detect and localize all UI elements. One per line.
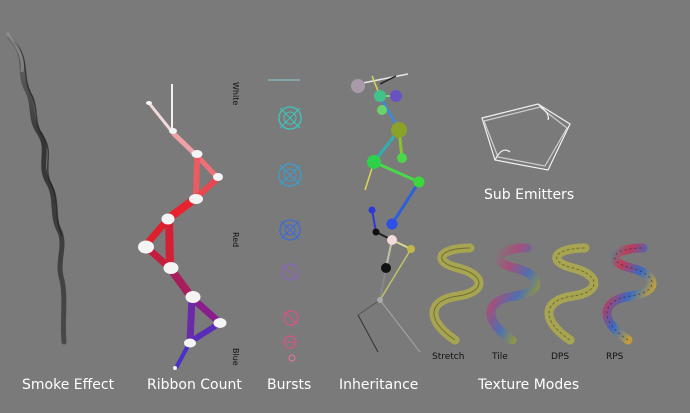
texture-modes-label: Texture Modes xyxy=(478,377,580,393)
sub-emitters-effect xyxy=(481,103,571,171)
texture-mode-dps-label: DPS xyxy=(551,352,570,362)
ribbon-count-label: Ribbon Count xyxy=(147,377,242,393)
bursts-effect xyxy=(268,79,302,372)
sub-emitters-label: Sub Emitters xyxy=(484,187,575,203)
texture-mode-stretch-label: Stretch xyxy=(432,352,465,362)
texture-spiral-tile xyxy=(486,243,541,345)
smoke-effect xyxy=(5,32,67,345)
texture-mode-rps-label: RPS xyxy=(606,352,624,362)
texture-spiral-dps xyxy=(544,243,599,345)
bursts-label: Bursts xyxy=(267,377,312,393)
ribbon-label-blue: Blue xyxy=(231,348,240,366)
texture-spiral-stretch xyxy=(429,243,484,345)
ribbon-label-white: White xyxy=(231,82,240,106)
ribbon-count-effect xyxy=(138,84,227,370)
inheritance-effect xyxy=(351,73,425,353)
smoke-effect-label: Smoke Effect xyxy=(22,377,115,393)
texture-mode-tile-label: Tile xyxy=(492,352,508,362)
ribbon-label-red: Red xyxy=(231,232,240,248)
inheritance-label: Inheritance xyxy=(339,377,419,393)
texture-spiral-rps xyxy=(602,243,657,345)
